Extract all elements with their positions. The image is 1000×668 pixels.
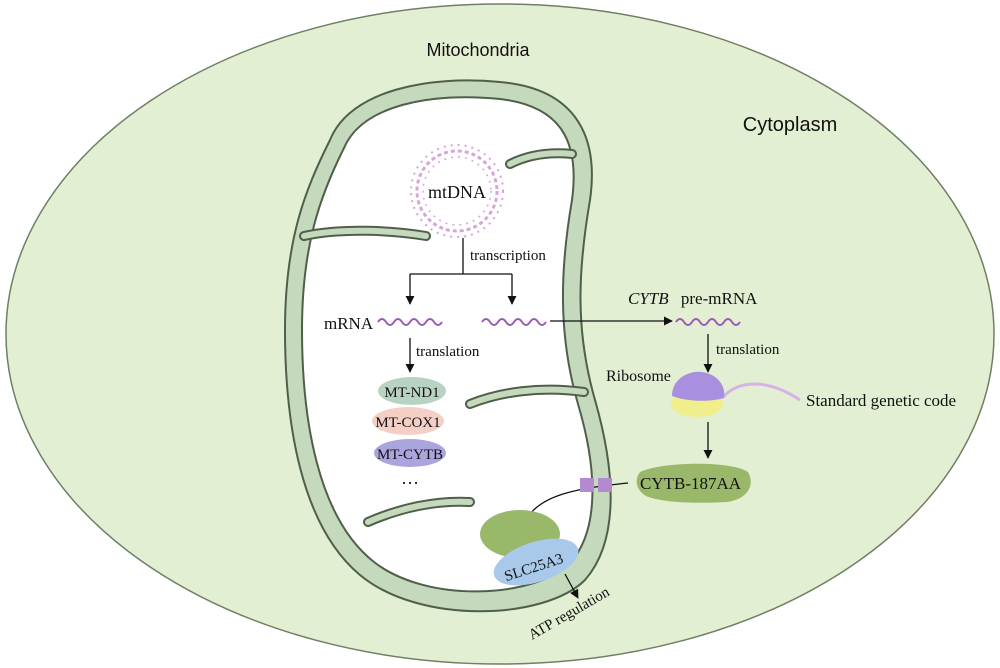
- mrna-waves: [377, 318, 801, 402]
- premrna-text: pre-mRNA: [681, 289, 758, 308]
- mtdna-label: mtDNA: [428, 182, 486, 202]
- cytb-italic: CYTB: [628, 289, 669, 308]
- mrna-wave-left: [377, 318, 443, 326]
- protein-oval-mt-nd1: [378, 377, 446, 405]
- standard-genetic-code-label: Standard genetic code: [806, 391, 956, 410]
- pre-mrna-wave: [675, 318, 741, 326]
- mtdna-ring: [410, 144, 504, 238]
- crista-4-fill: [365, 498, 473, 525]
- standard-code-strand: [720, 382, 801, 402]
- ribosome-large-subunit: [672, 371, 725, 401]
- mitochondrion-matrix: [300, 96, 594, 593]
- translation-outer-label: translation: [716, 342, 780, 358]
- crista-1-fill: [301, 227, 429, 239]
- mrna-wave-right: [481, 318, 547, 326]
- cytb-187aa-protein: [636, 463, 751, 503]
- cytoplasm-label: Cytoplasm: [743, 114, 837, 136]
- ribosome-label: Ribosome: [606, 368, 671, 385]
- cytb-187aa-label: CYTB-187AA: [640, 474, 742, 493]
- protein-ellipsis: …: [401, 468, 419, 488]
- mitochondrion: [283, 79, 612, 613]
- membrane-channel: [580, 478, 612, 492]
- protein-label-mt-cox1: MT-COX1: [375, 415, 440, 431]
- ribosome: [671, 371, 725, 417]
- transcription-label: transcription: [470, 248, 546, 264]
- crista-2-fill: [507, 150, 575, 167]
- protein-oval-mt-cox1: [372, 407, 444, 435]
- arrow-atp: [564, 573, 579, 599]
- protein-label-mt-cytb: MT-CYTB: [377, 447, 443, 463]
- protein-oval-mt-cytb: [374, 439, 446, 467]
- mrna-label: mRNA: [324, 314, 374, 333]
- translation-inner-label: translation: [416, 344, 480, 360]
- mitochondria-label: Mitochondria: [426, 40, 530, 60]
- crista-3-fill: [467, 386, 587, 407]
- protein-label-mt-nd1: MT-ND1: [384, 385, 439, 401]
- cytb-premrna-label: CYTB pre-mRNA: [628, 289, 758, 308]
- slc25a3-blue-domain: [493, 538, 579, 586]
